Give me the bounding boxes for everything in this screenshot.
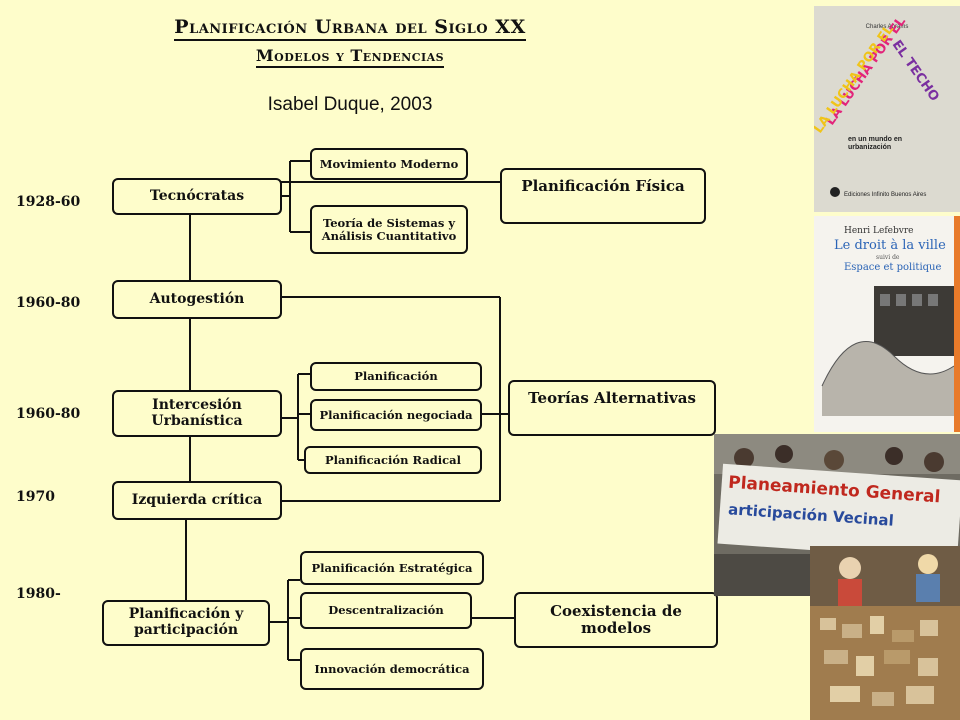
year-label: 1960-80 [16, 295, 81, 311]
urban-model-scene [810, 546, 960, 720]
book-publisher: Ediciones Infinito Buenos Aires [844, 192, 927, 198]
diagram-title: Planificación Urbana del Siglo XX [150, 16, 550, 41]
book-author: Charles Abrams [865, 24, 909, 30]
node-tecnocratas: Tecnócratas [112, 178, 282, 215]
node-planificacion-negociada: Planificación negociada [310, 399, 482, 431]
node-intercesion-urbanistica: Intercesión Urbanística [112, 390, 282, 437]
node-movimiento-moderno: Movimiento Moderno [310, 148, 468, 180]
book-spine-accent [954, 216, 960, 432]
node-planificacion-participacion: Planificación y participación [102, 600, 270, 646]
book-cover-le-droit-a-la-ville: Henri Lefebvre Le droit à la ville suivi… [814, 216, 960, 432]
year-label: 1980- [16, 586, 61, 602]
book-subtitle-small: suivi de [876, 254, 900, 261]
node-planificacion-estrategica: Planificación Estratégica [300, 551, 484, 585]
node-teorias-alternativas: Teorías Alternativas [508, 380, 716, 436]
diagram-subtitle: Modelos y Tendencias [150, 46, 550, 68]
book-title-line: LA LUCHA POR EL [814, 22, 897, 136]
book-cover-photo [821, 286, 955, 416]
book-cover-la-lucha-por-el-techo: Charles Abrams LA LUCHA POR EL LA LUCHA … [814, 6, 960, 212]
year-label: 1960-80 [16, 406, 81, 422]
node-teoria-sistemas: Teoría de Sistemas y Análisis Cuantitati… [310, 205, 468, 254]
node-planificacion-radical: Planificación Radical [304, 446, 482, 474]
year-label: 1928-60 [16, 194, 81, 210]
node-izquierda-critica: Izquierda crítica [112, 481, 282, 520]
book-title: Le droit à la ville [834, 238, 946, 253]
node-autogestion: Autogestión [112, 280, 282, 319]
book-subtitle: Espace et politique [844, 262, 942, 273]
publisher-logo-icon [830, 187, 840, 197]
photo-urban-model [810, 546, 960, 720]
book-title-line: EL TECHO [889, 38, 942, 105]
node-descentralizacion: Descentralización [300, 592, 472, 629]
author-credit: Isabel Duque, 2003 [267, 94, 433, 115]
node-planificacion-fisica: Planificación Física [500, 168, 706, 224]
book-title-art: LA LUCHA POR EL LA LUCHA POR EL EL TECHO [814, 14, 942, 136]
book-subtitle: en un mundo en urbanización [848, 136, 903, 152]
node-innovacion-democratica: Innovación democrática [300, 648, 484, 690]
year-label: 1970 [16, 489, 55, 505]
node-coexistencia-modelos: Coexistencia de modelos [514, 592, 718, 648]
node-planificacion: Planificación [310, 362, 482, 391]
book-author: Henri Lefebvre [844, 226, 914, 236]
